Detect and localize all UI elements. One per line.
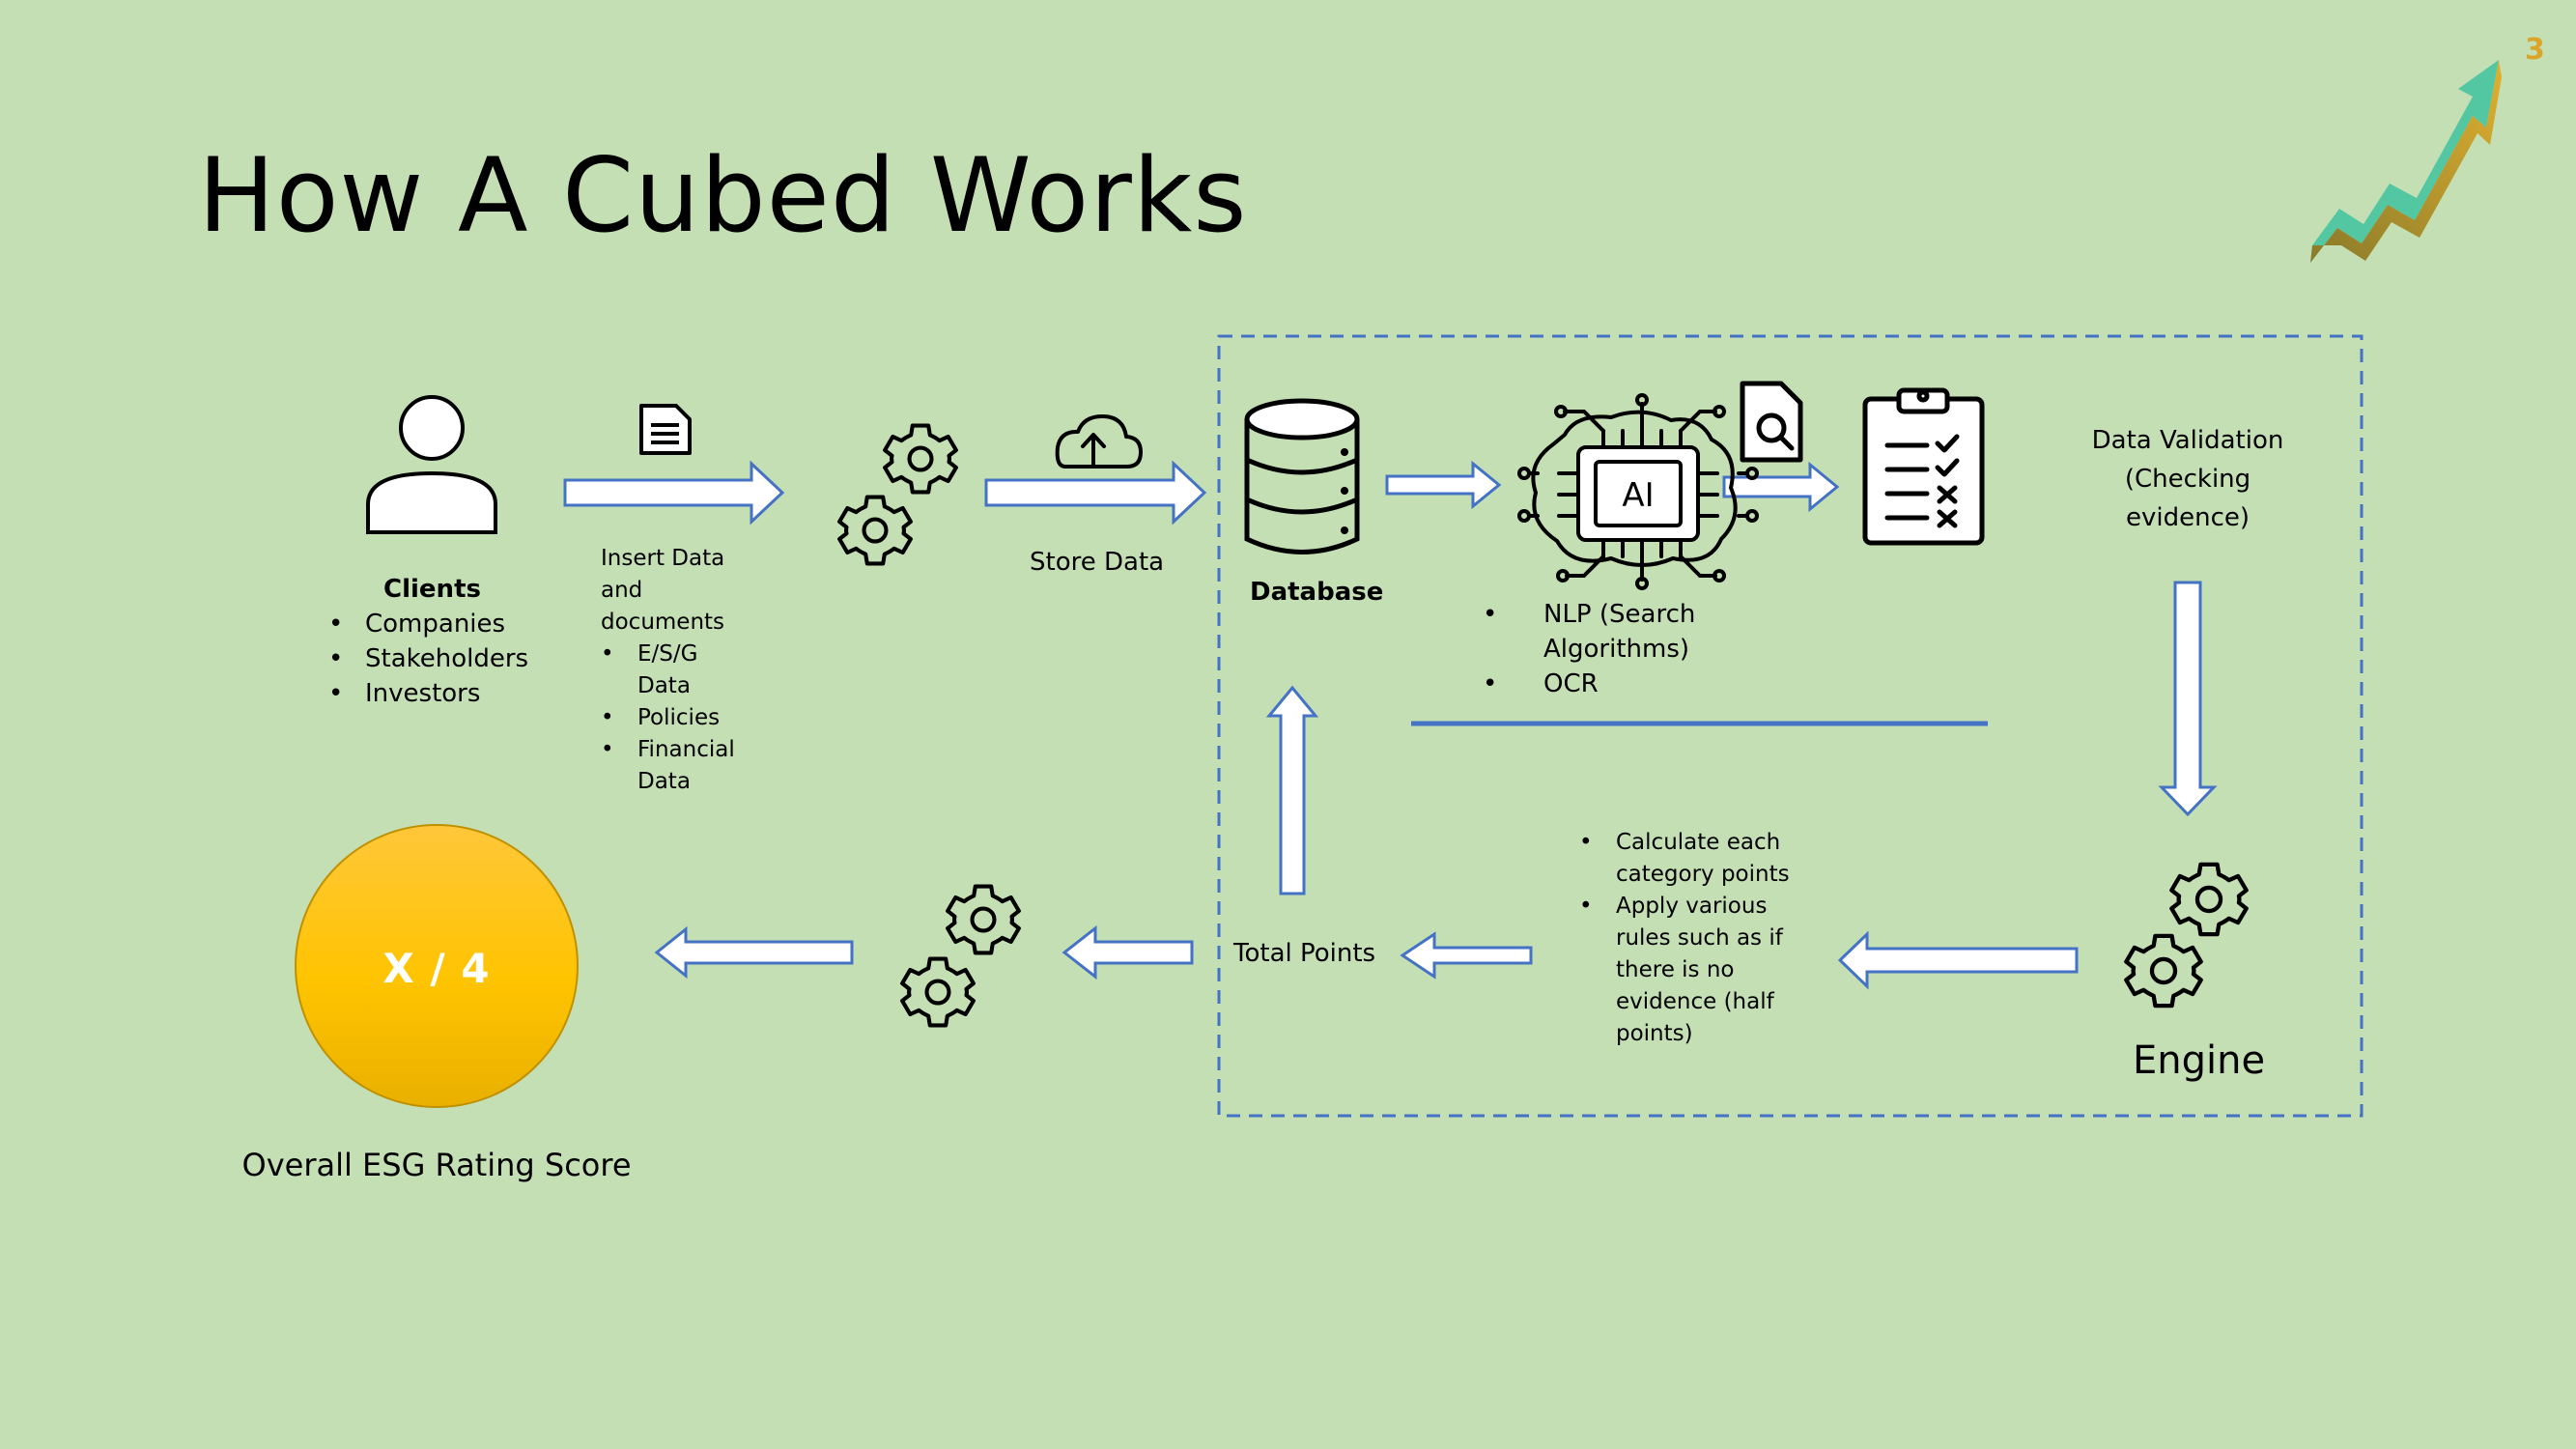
logo: 3 bbox=[2310, 33, 2545, 263]
clients-list: Companies Stakeholders Investors bbox=[328, 607, 536, 711]
store-data-label: Store Data bbox=[1030, 548, 1165, 577]
gears-icon-top bbox=[839, 426, 956, 564]
engine-gears-icon bbox=[2126, 865, 2246, 1006]
arrow-rules-to-total bbox=[1400, 931, 1533, 980]
insert-line: and bbox=[601, 578, 643, 603]
list-item: OCR bbox=[1483, 667, 1695, 701]
ai-chip-icon: AI bbox=[1517, 393, 1759, 590]
arrow-to-score bbox=[654, 925, 854, 980]
search-document-icon bbox=[1740, 381, 1803, 463]
data-validation-label: Data Validation (Checking evidence) bbox=[2091, 426, 2284, 532]
document-icon bbox=[639, 404, 692, 455]
arrow-total-to-database bbox=[1265, 685, 1319, 895]
arrow-engine-to-rules bbox=[1837, 930, 2079, 990]
list-item: Investors bbox=[328, 676, 536, 711]
insert-line: documents bbox=[601, 610, 725, 635]
arrow-database-to-ai bbox=[1385, 460, 1502, 510]
list-item: Policies bbox=[601, 702, 735, 734]
clients-block: Clients Companies Stakeholders Investors bbox=[328, 572, 536, 711]
logo-superscript: 3 bbox=[2525, 33, 2545, 67]
score-label: Overall ESG Rating Score bbox=[241, 1147, 632, 1183]
arrow-ai-to-checklist bbox=[1722, 461, 1840, 513]
cloud-upload-icon bbox=[1055, 414, 1143, 469]
gears-icon-bottom bbox=[902, 887, 1019, 1026]
arrow-to-gears-bottom bbox=[1062, 924, 1194, 980]
arrow-validation-to-engine bbox=[2158, 581, 2218, 817]
score-value: X / 4 bbox=[382, 944, 491, 992]
database-label: Database bbox=[1250, 578, 1384, 607]
score-circle bbox=[295, 824, 579, 1108]
clients-heading: Clients bbox=[383, 575, 481, 604]
svg-text:AI: AI bbox=[1622, 476, 1654, 515]
arrow-clients-to-insert bbox=[563, 460, 785, 526]
list-item: Stakeholders bbox=[328, 641, 536, 676]
checklist-clipboard-icon bbox=[1862, 387, 1985, 546]
list-item: Companies bbox=[328, 607, 536, 641]
total-points-label: Total Points bbox=[1233, 939, 1376, 968]
user-icon bbox=[366, 395, 497, 534]
database-icon bbox=[1244, 398, 1360, 554]
page-title: How A Cubed Works bbox=[198, 136, 1248, 255]
insert-line: Insert Data bbox=[601, 546, 725, 571]
engine-label: Engine bbox=[2133, 1038, 2266, 1083]
arrow-gears-to-database bbox=[984, 460, 1207, 526]
process-boundary bbox=[1217, 334, 2364, 1118]
